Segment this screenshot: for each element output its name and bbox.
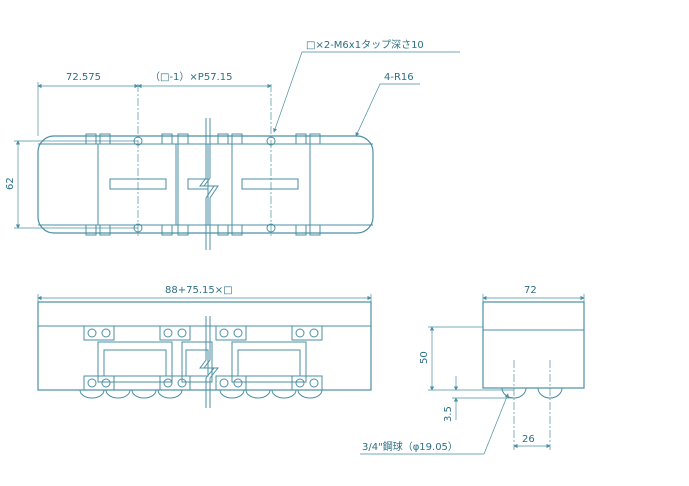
side-view: 72 50 3.5 26 3/4"鋼球（φ19.05）: [360, 285, 585, 455]
dim-ball-offset: 3.5: [443, 406, 454, 422]
front-view-body: [37, 301, 372, 391]
bolt-heads: [83, 325, 323, 391]
callout-tap: □×2-M6x1タップ深さ10: [306, 39, 424, 51]
tap-holes: [133, 136, 276, 233]
dim-width: 72: [524, 285, 537, 296]
top-view: 72.575 （□-1）×P57.15 62 □×2-M6x1タップ深さ10 4…: [5, 39, 460, 250]
side-view-body: [482, 301, 585, 389]
slot-mid: [187, 178, 209, 190]
dim-length: 88+75.15×□: [165, 285, 233, 296]
dim-ball-pitch: 26: [522, 434, 535, 445]
ball-row: [79, 389, 323, 399]
dim-height: 62: [5, 177, 16, 190]
ball-callout: 3/4"鋼球（φ19.05）: [362, 440, 458, 453]
dim-pitch: （□-1）×P57.15: [150, 71, 232, 83]
dim-height-side: 50: [419, 351, 430, 364]
slot-right: [241, 178, 299, 190]
callout-radius: 4-R16: [384, 72, 414, 83]
dim-edge: 72.575: [66, 72, 101, 83]
side-balls: [501, 387, 563, 399]
front-view: 88+75.15×□: [37, 285, 372, 408]
